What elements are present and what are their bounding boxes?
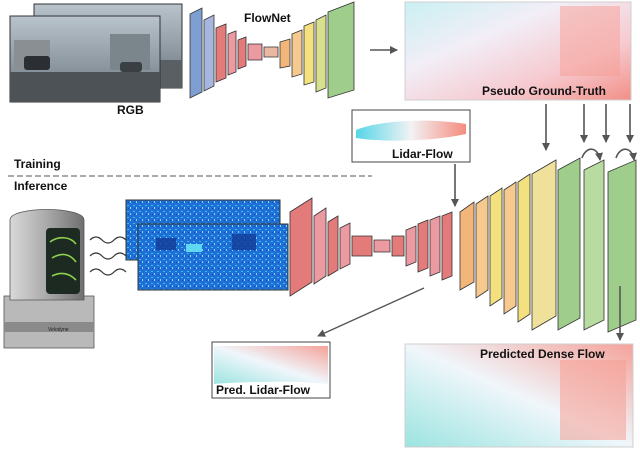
pred-lidar-flow-label: Pred. Lidar-Flow <box>216 383 311 397</box>
lidar-map-car <box>156 238 176 250</box>
net-encoder-3 <box>327 215 339 277</box>
net-refine-1 <box>557 157 581 331</box>
flownet-layer-7 <box>291 29 303 78</box>
rgb-road-front <box>10 72 160 102</box>
inference-label: Inference <box>14 179 68 193</box>
lidar-flow-image <box>356 120 466 141</box>
main-network <box>289 157 637 333</box>
flownet-label: FlowNet <box>244 11 291 25</box>
net-decoder-6 <box>475 195 489 299</box>
net-bottleneck-1 <box>351 235 373 257</box>
sensor-window <box>46 228 80 294</box>
flownet-layer-2 <box>203 14 215 92</box>
lidar-map-highlight <box>186 244 202 252</box>
lidar-flow-label: Lidar-Flow <box>392 147 453 161</box>
net-bottleneck-3 <box>391 235 405 257</box>
rgb-label: RGB <box>117 103 144 117</box>
flownet-layer-3 <box>215 23 227 83</box>
flownet-layer-6 <box>279 38 291 69</box>
sensor-wave-signal <box>89 236 127 276</box>
pseudo-gt-label: Pseudo Ground-Truth <box>482 84 606 98</box>
net-encoder-2 <box>313 207 327 285</box>
sensor-base-band <box>4 322 94 332</box>
lidar-sensor <box>3 209 95 349</box>
net-refine-2 <box>583 159 605 331</box>
net-decoder-4 <box>441 211 453 281</box>
rgb-car-right <box>120 62 142 72</box>
arrow-to-pred-lidar-flow <box>317 287 425 337</box>
net-decoder-2 <box>417 219 429 273</box>
dense-flow-red-region <box>560 360 626 440</box>
lidar-map-front <box>137 223 289 291</box>
flownet-layer-5 <box>237 36 247 70</box>
net-decoder-10 <box>531 159 557 331</box>
rgb-car <box>24 56 50 70</box>
velodyne-logo: Velodyne <box>48 327 69 333</box>
pseudo-gt-red-region <box>560 6 620 76</box>
predicted-dense-flow-label: Predicted Dense Flow <box>480 347 605 361</box>
net-decoder-8 <box>503 181 517 315</box>
flownet-layer-output <box>327 1 355 99</box>
net-encoder-1 <box>289 197 313 297</box>
flownet-layer-1 <box>189 7 203 99</box>
sensor-window-reflection <box>49 236 77 281</box>
net-encoder-4 <box>339 222 351 270</box>
net-decoder-9 <box>517 173 531 323</box>
flownet-layer-4 <box>227 30 237 76</box>
net-decoder-7 <box>489 187 503 307</box>
pred-lidar-flow-image <box>214 346 328 384</box>
flownet-bottleneck-1 <box>247 43 263 61</box>
net-decoder-3 <box>429 215 441 277</box>
net-decoder-5 <box>459 201 475 291</box>
net-refine-3 <box>607 159 637 333</box>
flownet-layer-9 <box>315 14 327 93</box>
training-label: Training <box>14 157 61 171</box>
flownet-network <box>189 1 355 99</box>
curved-arrow-2 <box>615 148 637 161</box>
lidar-map-car-right <box>232 234 256 250</box>
flownet-bottleneck-2 <box>263 46 279 58</box>
net-decoder-1 <box>405 225 417 267</box>
flownet-layer-8 <box>303 21 315 86</box>
net-bottleneck-2 <box>373 239 391 253</box>
curved-arrow-1 <box>581 148 603 161</box>
rgb-image-stack <box>9 3 183 103</box>
